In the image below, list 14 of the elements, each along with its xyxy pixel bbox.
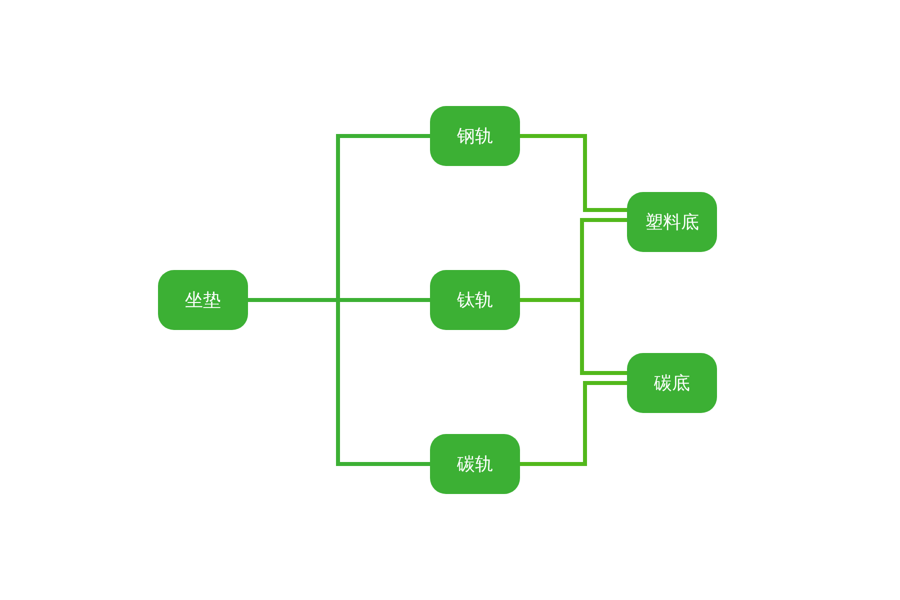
node-label: 坐垫 bbox=[185, 289, 221, 312]
process-box bbox=[627, 192, 717, 252]
connector-line bbox=[520, 381, 627, 466]
node-label: 钢轨 bbox=[457, 125, 493, 148]
process-box bbox=[627, 353, 717, 413]
process-box bbox=[430, 270, 520, 330]
node-label: 碳底 bbox=[654, 372, 690, 395]
connector-line bbox=[520, 134, 627, 212]
process-box bbox=[430, 106, 520, 166]
node-label: 塑料底 bbox=[645, 211, 699, 234]
node-label: 钛轨 bbox=[457, 289, 493, 312]
process-box bbox=[430, 434, 520, 494]
process-box bbox=[158, 270, 248, 330]
node-label: 碳轨 bbox=[457, 453, 493, 476]
